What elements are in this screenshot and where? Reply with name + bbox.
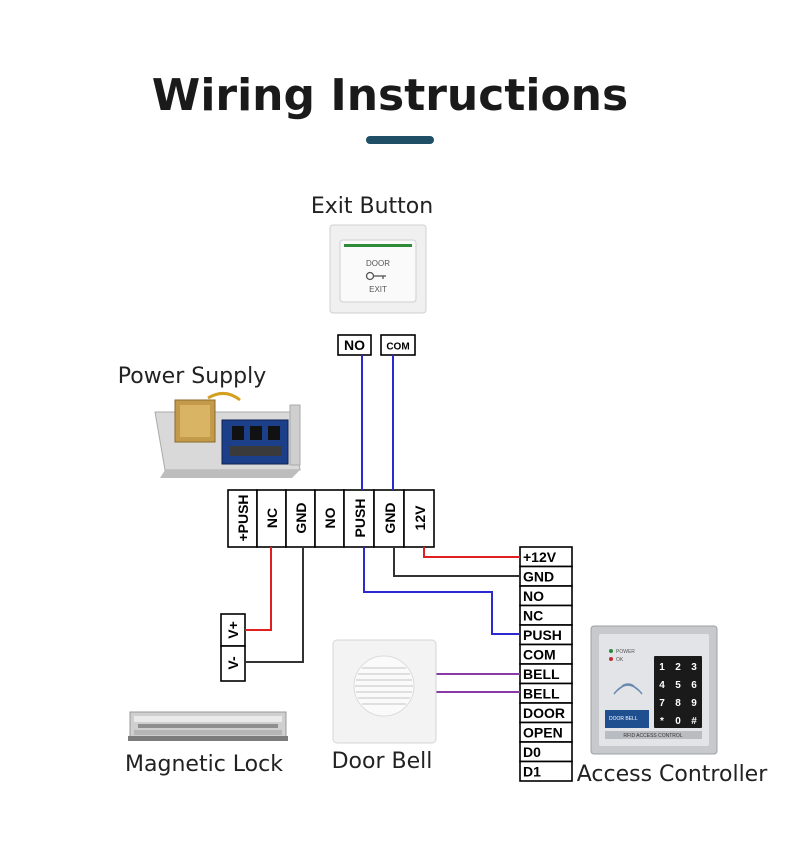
rfid-icon (613, 683, 643, 695)
keypad-key: 6 (691, 680, 697, 691)
wire-lock-vminus (245, 547, 304, 663)
wires (245, 355, 520, 693)
keypad-key: # (691, 716, 697, 727)
ctrl-terminal-label: BELL (523, 686, 560, 702)
ps-terminal-box (256, 489, 287, 548)
ps-terminal-label: NC (264, 508, 280, 528)
ps-terminal-label: GND (382, 502, 398, 533)
controller-terminal-column: +12V GND NO NC PUSH COM BELL BELL DOOR O… (519, 546, 573, 782)
power-led-icon (609, 649, 613, 653)
ctrl-terminal-label: +12V (523, 549, 557, 565)
exit-terminal-com (380, 334, 416, 356)
power-supply-label: Power Supply (118, 364, 266, 389)
ps-terminal-box (403, 489, 435, 548)
access-controller-label: Access Controller (577, 762, 768, 787)
key-icon (365, 271, 386, 281)
keypad-key: 4 (659, 680, 665, 691)
wire-push (363, 547, 520, 635)
ps-terminal-label: 12V (412, 505, 428, 531)
ps-terminal-label: PUSH (352, 499, 368, 538)
exit-plate-exit: EXIT (369, 285, 387, 294)
wire-lock-vplus (245, 547, 272, 631)
magnetic-lock-label: Magnetic Lock (125, 752, 283, 777)
keypad-key: 3 (691, 662, 697, 673)
ctrl-terminal-label: D1 (523, 764, 541, 780)
ps-terminal-label: GND (293, 502, 309, 533)
ctrl-terminal-label: D0 (523, 744, 541, 760)
ctrl-terminal-label: COM (523, 647, 556, 663)
lock-terminal-vminus (220, 645, 246, 682)
exit-plate-door: DOOR (366, 259, 390, 268)
title-underline (366, 136, 434, 144)
doorbell-badge-label: DOOR BELL (609, 716, 638, 722)
exit-terminal-no-label: NO (344, 337, 365, 353)
keypad-key: 8 (675, 698, 681, 709)
lock-terminal-vminus-label: V- (225, 656, 241, 670)
magnetic-lock-image (128, 711, 288, 741)
ctrl-terminal-label: GND (523, 569, 554, 585)
ctrl-terminal-label: OPEN (523, 725, 563, 741)
keypad-key: 2 (675, 662, 681, 673)
exit-terminal-no (337, 334, 372, 356)
wire-gnd (393, 547, 520, 577)
ctrl-terminal-label: NC (523, 608, 543, 624)
wire-12v (423, 547, 520, 558)
keypad-key: 5 (675, 680, 681, 691)
keypad-indicator-power: POWER (616, 649, 635, 655)
ctrl-terminal-label: PUSH (523, 627, 562, 643)
keypad-key: 7 (659, 698, 665, 709)
lock-terminal-block: V+ V- (220, 613, 246, 682)
keypad-key: 0 (675, 716, 681, 727)
keypad-key: 1 (659, 662, 665, 673)
access-controller-image: POWER OK DOOR BELL 1 2 3 4 5 6 7 8 9 * 0… (590, 625, 718, 755)
exit-terminal-com-label: COM (386, 342, 409, 353)
ps-terminal-label: NO (322, 507, 338, 528)
door-bell-label: Door Bell (332, 749, 433, 774)
exit-button-label: Exit Button (311, 194, 433, 219)
keypad-indicator-ok: OK (616, 657, 624, 663)
ok-led-icon (609, 657, 613, 661)
door-bell-image (332, 639, 437, 744)
lock-terminal-vplus (220, 613, 246, 647)
ps-terminal-label: +PUSH (235, 494, 251, 541)
keypad-key: 9 (691, 698, 697, 709)
keypad-key: * (660, 716, 664, 727)
exit-button-image: DOOR EXIT (329, 224, 427, 314)
ps-terminal-box (373, 489, 405, 548)
power-supply-image (154, 392, 301, 478)
keypad-footer: RFID ACCESS CONTROL (623, 733, 682, 739)
power-supply-terminal-block: +PUSH NC GND NO PUSH GND 12V (227, 489, 435, 548)
ctrl-terminal-label: BELL (523, 666, 560, 682)
doorbell-badge (605, 710, 649, 728)
ctrl-terminal-box (519, 760, 573, 782)
ctrl-terminal-label: NO (523, 588, 544, 604)
ctrl-terminal-label: DOOR (523, 705, 565, 721)
lock-terminal-vplus-label: V+ (225, 621, 241, 639)
page-title: Wiring Instructions (152, 70, 628, 121)
